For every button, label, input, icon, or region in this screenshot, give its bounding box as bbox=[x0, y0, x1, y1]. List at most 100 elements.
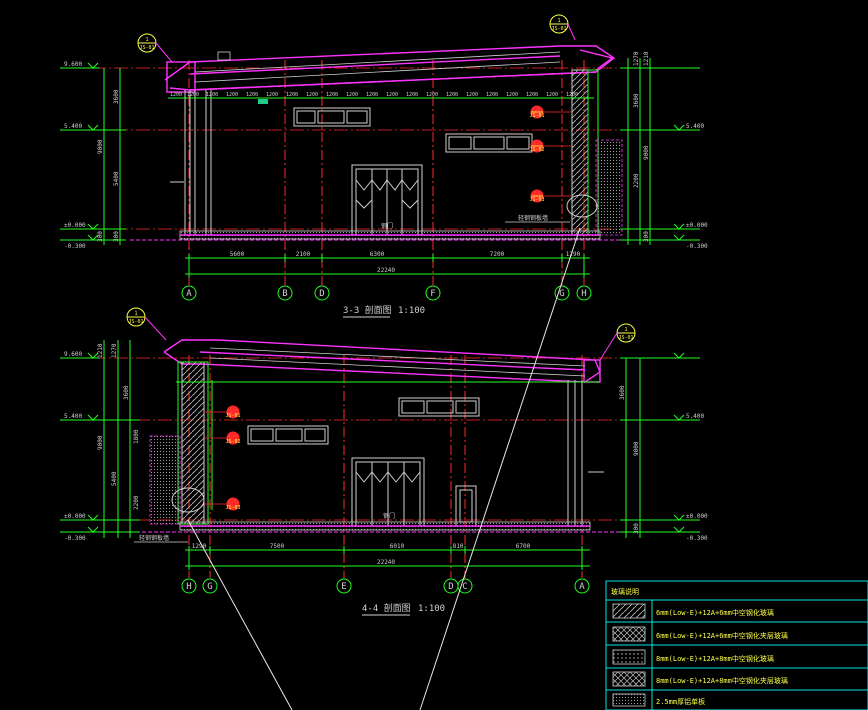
roof-dim: 1200 bbox=[226, 92, 238, 98]
roof-dim: 1200 bbox=[206, 92, 218, 98]
roof-dim: 1200 bbox=[326, 92, 338, 98]
axis-label: B bbox=[282, 289, 287, 299]
roof-dim: 1200 bbox=[386, 92, 398, 98]
legend-item: 6mm(Low-E)+12A+6mm中空钢化玻璃 bbox=[656, 608, 774, 617]
vertical-dim: 3600 bbox=[619, 385, 626, 400]
level-label: 9.600 bbox=[64, 61, 82, 68]
vertical-dim: 1210 bbox=[97, 343, 104, 358]
callout-number: 1 bbox=[624, 327, 627, 333]
vertical-dim: 3600 bbox=[633, 93, 640, 108]
callout-ref: JS-02 bbox=[225, 439, 240, 445]
vertical-dim: 2200 bbox=[633, 173, 640, 188]
vertical-dim: 1270 bbox=[633, 51, 640, 66]
wall-note: 轻钢钢板墙 bbox=[139, 534, 169, 542]
section-leader-lines bbox=[187, 227, 581, 710]
roof-dim: 1200 bbox=[246, 92, 258, 98]
level-label: 5.400 bbox=[64, 123, 82, 130]
callout-ref: JS-02 bbox=[529, 147, 544, 153]
roof-dim: 1200 bbox=[566, 92, 578, 98]
level-label: -0.300 bbox=[64, 535, 86, 542]
door-section-33 bbox=[351, 164, 423, 236]
vertical-dim: 9000 bbox=[97, 139, 104, 154]
span-dim: 7200 bbox=[490, 251, 505, 258]
axis-label: H bbox=[581, 289, 586, 299]
span-dim: 6700 bbox=[516, 543, 531, 550]
roof-dim: 1200 bbox=[170, 92, 182, 98]
roof-dim: 1200 bbox=[526, 92, 538, 98]
vertical-dim: 1800 bbox=[133, 429, 140, 444]
vertical-dim: 300 bbox=[113, 231, 120, 242]
level-label: ±0.000 bbox=[686, 222, 708, 229]
vertical-dim: 1270 bbox=[111, 343, 118, 358]
axis-label: G bbox=[559, 289, 564, 299]
callout-ref: JS-03 bbox=[225, 505, 240, 511]
door-section-44 bbox=[351, 457, 477, 527]
legend-item: 8mm(Low-E)+12A+8mm中空钢化夹层玻璃 bbox=[656, 676, 788, 685]
section-3-3: A B D F G H 5600 2100 6300 7200 1290 222… bbox=[60, 14, 708, 318]
legend-title: 玻璃说明 bbox=[611, 587, 639, 596]
axis-label: E bbox=[341, 582, 346, 592]
clerestory-window-33b bbox=[445, 133, 533, 153]
level-label: -0.300 bbox=[686, 535, 708, 542]
axis-label: A bbox=[186, 289, 192, 299]
callout-ref: JS-01 bbox=[139, 45, 154, 51]
roof-dim: 1200 bbox=[506, 92, 518, 98]
section-title-33: 3-3 剖面图 bbox=[343, 304, 392, 316]
roof-dim: 1200 bbox=[446, 92, 458, 98]
span-dim: 6300 bbox=[370, 251, 385, 258]
roof-dim: 1200 bbox=[426, 92, 438, 98]
callout-ref: JS-01 bbox=[128, 319, 143, 325]
callout-number: 1 bbox=[145, 37, 148, 43]
axis-label: A bbox=[579, 582, 585, 592]
axis-label: F bbox=[430, 289, 435, 299]
callout-ref: JS-01 bbox=[529, 113, 544, 119]
vertical-dim: 5400 bbox=[111, 471, 118, 486]
wall-note: 轻钢钢板墙 bbox=[518, 214, 548, 222]
legend-swatch bbox=[612, 671, 646, 687]
level-label: 9.600 bbox=[64, 351, 82, 358]
level-label: ±0.000 bbox=[64, 513, 86, 520]
callout-number: 1 bbox=[557, 18, 560, 24]
vertical-dim: 3600 bbox=[113, 89, 120, 104]
vertical-dim: 300 bbox=[633, 523, 640, 534]
vertical-dim: 9000 bbox=[97, 435, 104, 450]
clerestory-window-44a bbox=[398, 397, 480, 417]
glass-wall-section-44 bbox=[181, 361, 205, 525]
axis-label: C bbox=[462, 582, 467, 592]
vertical-dim: 9000 bbox=[633, 441, 640, 456]
door-label: 钢门 bbox=[383, 512, 395, 520]
vertical-dim: 5400 bbox=[113, 171, 120, 186]
callout-ref: JS-01 bbox=[618, 335, 633, 341]
detail-callouts-33 bbox=[137, 14, 576, 203]
axis-bubbles-33 bbox=[181, 285, 592, 301]
section-4-4: H G E D C A 1290 7500 6010 810 6700 2224… bbox=[60, 307, 708, 616]
legend-swatch bbox=[612, 649, 646, 665]
callout-number: 1 bbox=[134, 311, 137, 317]
span-dim: 2100 bbox=[296, 251, 311, 258]
level-label: 5.400 bbox=[686, 123, 704, 130]
roof-dim: 1200 bbox=[266, 92, 278, 98]
legend-item: 6mm(Low-E)+12A+6mm中空钢化夹层玻璃 bbox=[656, 631, 788, 640]
callout-ref: JS-01 bbox=[225, 413, 240, 419]
roof-dim: 1200 bbox=[306, 92, 318, 98]
level-label: 5.400 bbox=[64, 413, 82, 420]
door-label: 钢门 bbox=[381, 222, 393, 230]
span-dim: 6010 bbox=[390, 543, 405, 550]
vertical-dim: 300 bbox=[643, 231, 650, 242]
axis-label: H bbox=[186, 582, 191, 592]
glass-legend: 玻璃说明 6mm(Low-E)+12A+6mm中空钢化玻璃 6mm(Low-E)… bbox=[605, 580, 868, 710]
roof-dim: 1200 bbox=[406, 92, 418, 98]
section-scale-33: 1:100 bbox=[398, 306, 425, 316]
axis-bubbles-44 bbox=[181, 578, 590, 594]
vertical-dim: 9000 bbox=[643, 145, 650, 160]
callout-ref: JS-01 bbox=[551, 26, 566, 32]
roof-dim: 1200 bbox=[466, 92, 478, 98]
axis-label: D bbox=[319, 289, 324, 299]
level-label: ±0.000 bbox=[686, 513, 708, 520]
roof-dim: 1200 bbox=[187, 92, 199, 98]
roof-dim: 1200 bbox=[286, 92, 298, 98]
detail-callouts-44 bbox=[126, 307, 636, 511]
clerestory-window-33a bbox=[293, 107, 371, 127]
total-dim: 22240 bbox=[377, 267, 395, 274]
